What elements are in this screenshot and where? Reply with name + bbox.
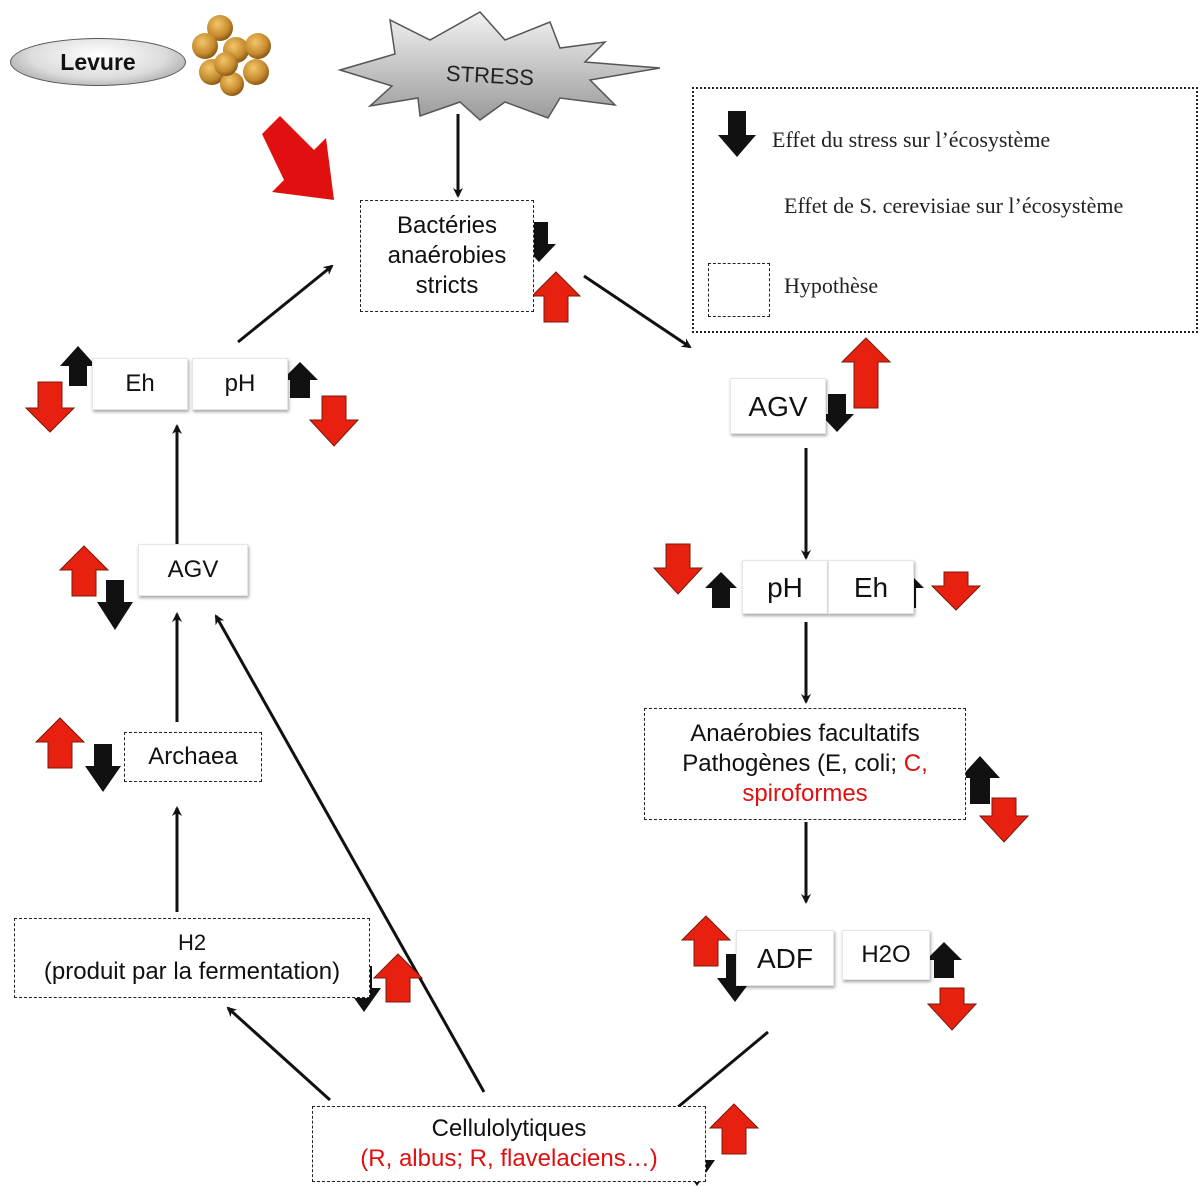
node-cellulolytiques-species: (R, albus; R, flavelaciens…) [360, 1145, 658, 1172]
node-ph-right: pH [742, 560, 828, 614]
node-bacteries-line3: stricts [415, 272, 479, 299]
node-bacteries-line2: anaérobies [387, 242, 507, 269]
black-down-arrow-icon [718, 111, 756, 157]
legend-yeast-text: Effet de S. cerevisiae sur l’écosystème [784, 193, 1124, 218]
legend-hypothesis-text: Hypothèse [784, 273, 879, 298]
node-eh-left: Eh [92, 358, 188, 410]
node-agv-right: AGV [730, 378, 826, 434]
node-h2: H2 (produit par la fermentation) [14, 918, 370, 998]
node-archaea: Archaea [124, 732, 262, 782]
node-h2-title: H2 [177, 930, 207, 956]
node-bacteries-line1: Bactéries [396, 212, 498, 239]
node-h2o: H2O [842, 930, 930, 980]
yeast-effect-arrow [262, 116, 334, 200]
stress-burst-icon [337, 11, 661, 121]
flow-arrows [172, 114, 811, 1124]
node-anaerobies-line2-wrap: Pathogènes (E, coli; C, [682, 749, 927, 779]
node-agv-left: AGV [138, 544, 248, 596]
node-h2-subtitle: (produit par la fermentation) [43, 957, 341, 985]
node-cellulolytiques: Cellulolytiques (R, albus; R, flavelacie… [312, 1106, 706, 1182]
node-anaerobies-line2: Pathogènes (E, coli; [682, 750, 898, 777]
legend-hypothesis-box-icon [708, 263, 770, 317]
stress-label: STRESS [445, 60, 535, 91]
node-cellulolytiques-title: Cellulolytiques [431, 1115, 587, 1142]
yeast-cells-icon [192, 15, 271, 96]
yeast-label: Levure [10, 38, 186, 86]
node-ph-left: pH [192, 358, 288, 410]
node-anaerobies-red-a: C, [903, 750, 928, 777]
node-adf: ADF [736, 930, 834, 986]
node-anaerobies-line1: Anaérobies facultatifs [690, 720, 920, 747]
node-anaerobies-facultatifs: Anaérobies facultatifs Pathogènes (E, co… [644, 708, 966, 820]
node-anaerobies-red-b: spiroformes [742, 780, 868, 807]
node-eh-right: Eh [828, 560, 914, 614]
legend: Effet du stress sur l’écosystème Effet d… [692, 87, 1198, 333]
node-bacteries-anaerobies-stricts: Bactéries anaérobies stricts [360, 200, 534, 312]
legend-stress-text: Effet du stress sur l’écosystème [772, 127, 1051, 152]
